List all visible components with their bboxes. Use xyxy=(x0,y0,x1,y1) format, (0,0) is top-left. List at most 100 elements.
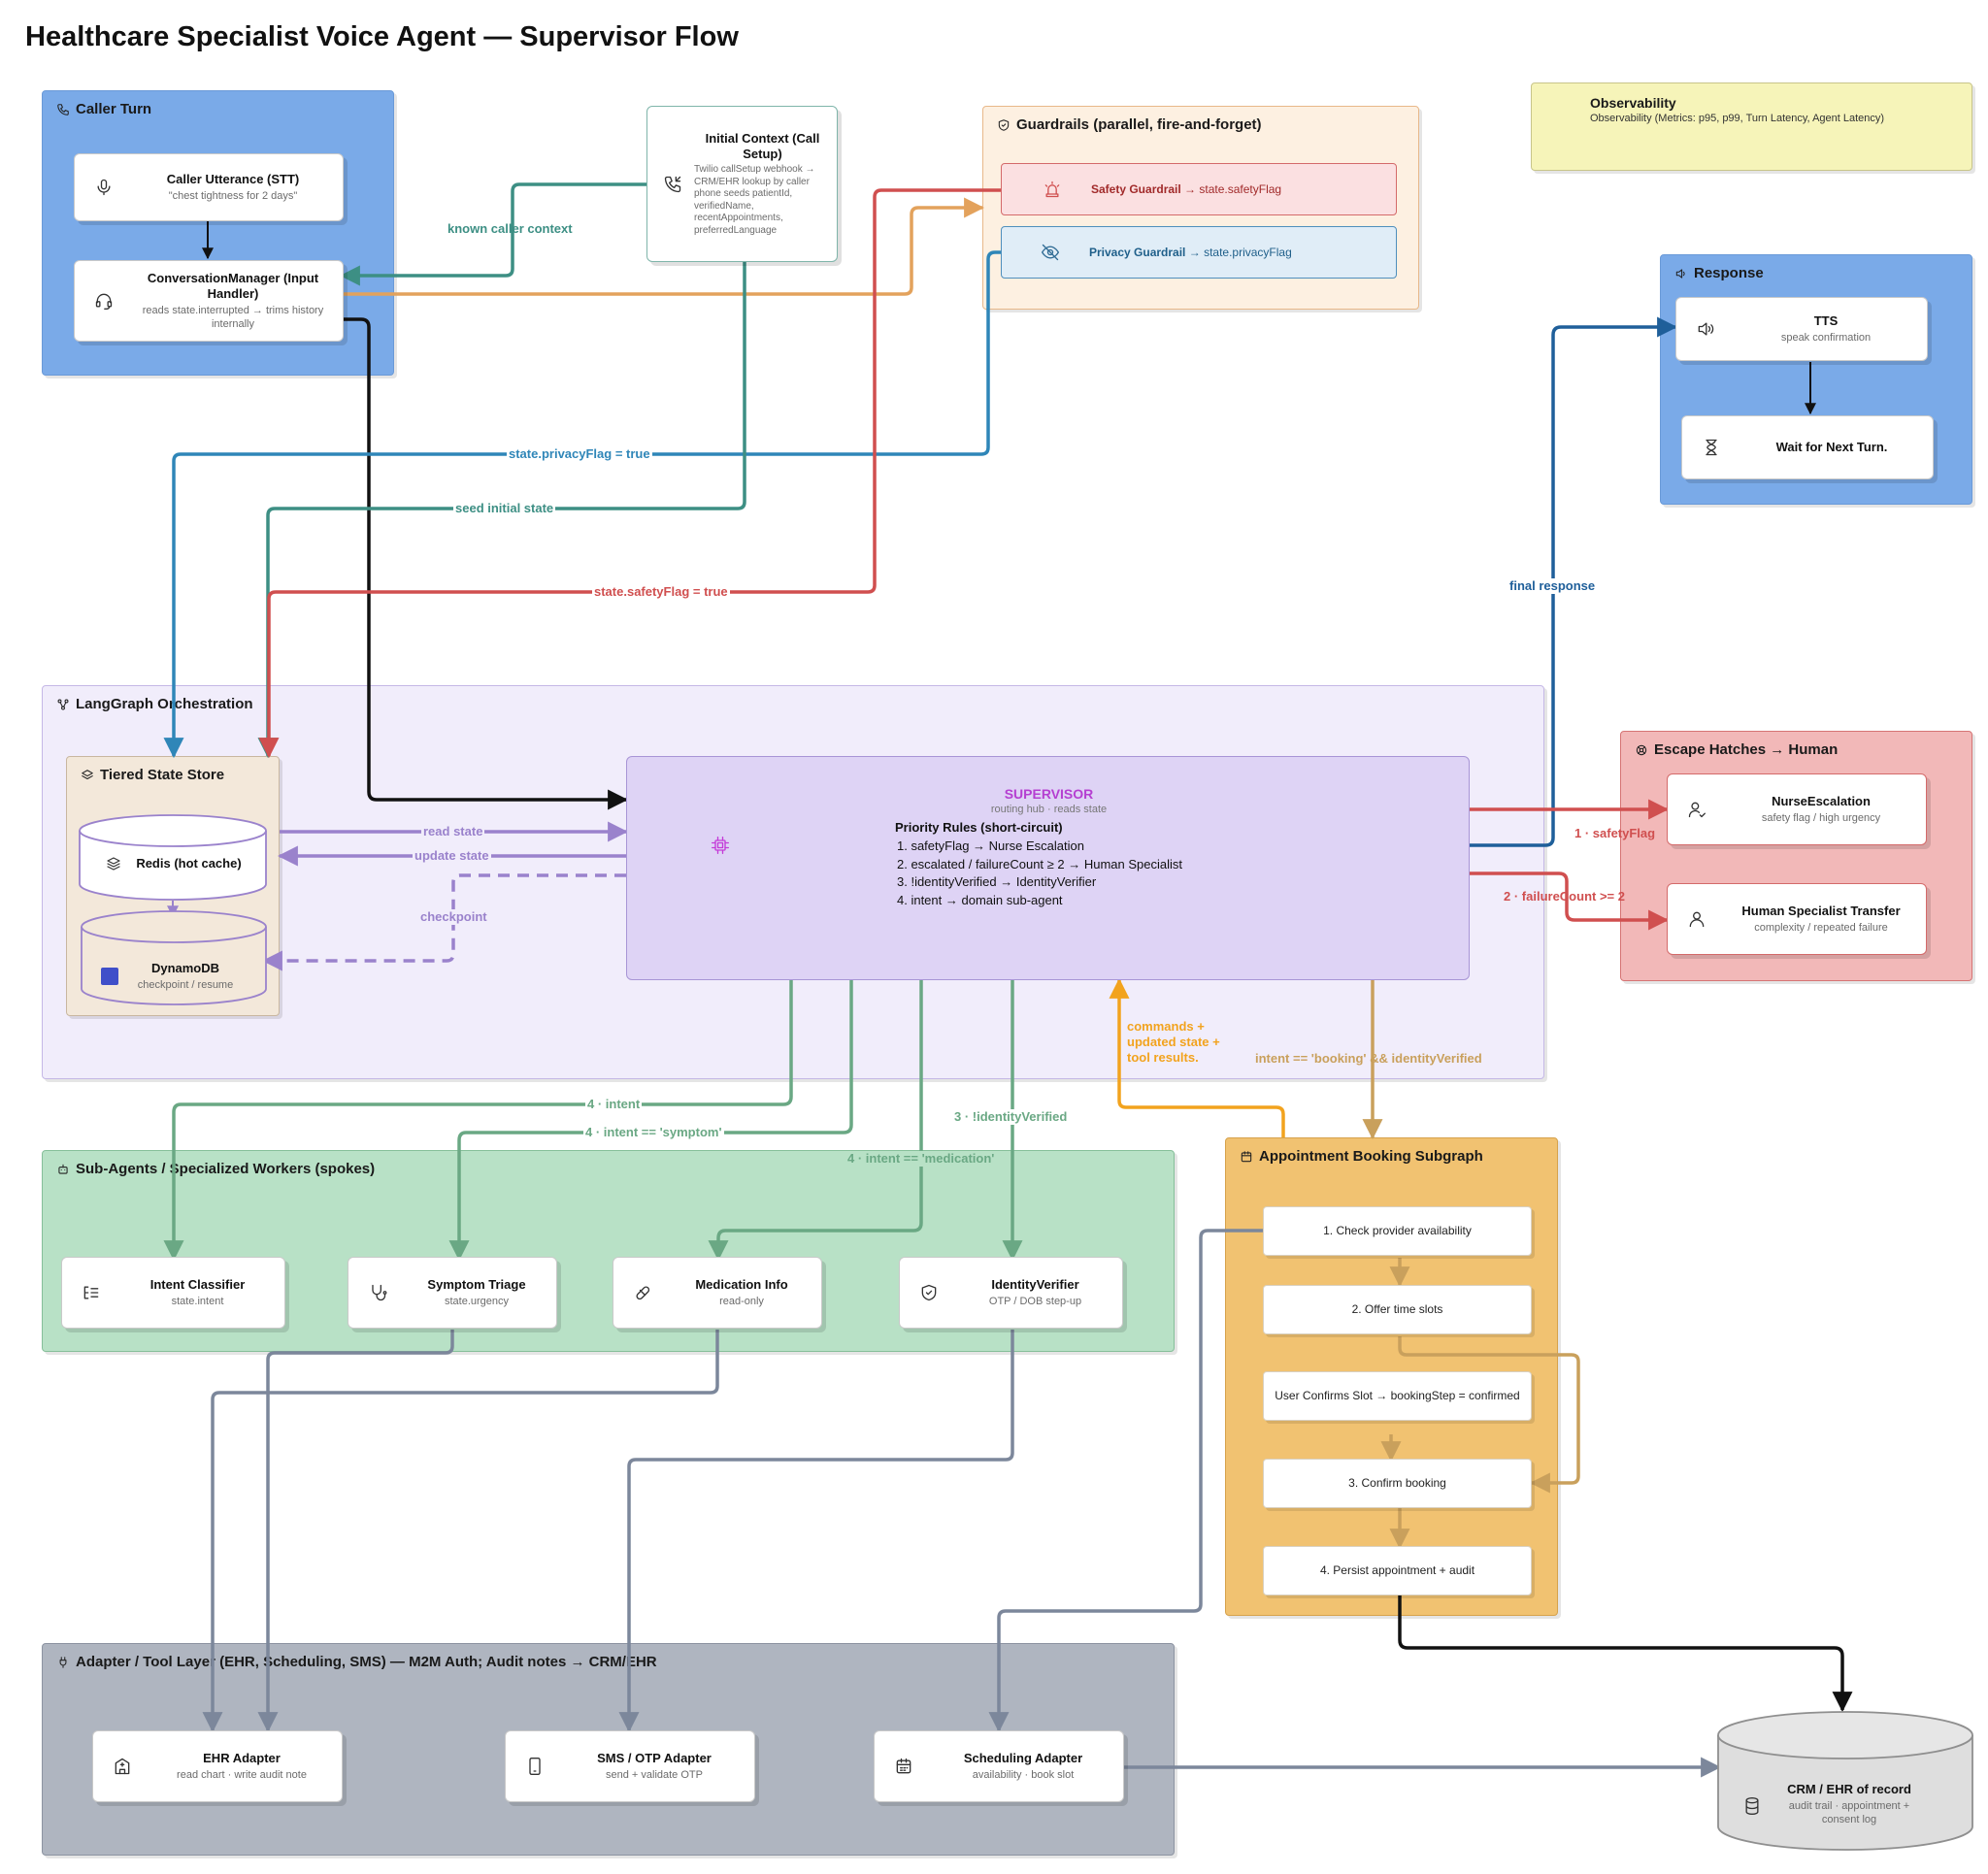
conversation-manager-sub: reads state.interrupted → trims history … xyxy=(142,305,324,330)
guardrails-title: Guardrails (parallel, fire-and-forget) xyxy=(1016,116,1262,133)
shield-check-icon xyxy=(921,1284,937,1301)
crm-cylinder xyxy=(1717,1711,1973,1851)
edge-label-booking-cond: intent == 'booking' && identityVerified xyxy=(1255,1051,1482,1066)
user-check-icon xyxy=(1688,802,1706,818)
supervisor-node: SUPERVISOR routing hub · reads state Pri… xyxy=(626,756,1470,980)
dynamodb-name: DynamoDB xyxy=(150,961,220,975)
lifebuoy-icon xyxy=(1636,744,1647,755)
phone-icon xyxy=(529,1758,541,1775)
tts-name: TTS xyxy=(1813,313,1839,328)
crm-sub: audit trail · appointment + consent log xyxy=(1788,1800,1910,1825)
supervisor-rule: 4. intent → domain sub-agent xyxy=(897,892,1063,907)
shield-icon xyxy=(998,118,1010,131)
observability-subtitle: Observability (Metrics: p95, p99, Turn L… xyxy=(1590,113,1885,124)
human-transfer-sub: complexity / repeated failure xyxy=(1754,922,1888,934)
response-title: Response xyxy=(1694,265,1764,281)
privacy-guardrail-name: Privacy Guardrail xyxy=(1089,246,1186,259)
booking-step: 4. Persist appointment + audit xyxy=(1263,1546,1532,1595)
volume-icon xyxy=(1698,322,1714,336)
conversation-manager-name: ConversationManager (Input Handler) xyxy=(147,271,319,301)
observability-group: Observability Observability (Metrics: p9… xyxy=(1531,82,1972,171)
escape-title: Escape Hatches → Human xyxy=(1654,741,1839,758)
redis-label: Redis (hot cache) xyxy=(136,856,242,871)
adapters-title: Adapter / Tool Layer (EHR, Scheduling, S… xyxy=(76,1654,657,1670)
adapter-sub: send + validate OTP xyxy=(606,1769,703,1781)
calendar-icon xyxy=(1241,1150,1252,1162)
edge-label-known-caller: known caller context xyxy=(447,221,573,236)
safety-guardrail-sub: → state.safetyFlag xyxy=(1184,182,1282,196)
graph-icon xyxy=(57,699,69,709)
user-icon xyxy=(1689,911,1705,928)
conversation-manager-node: ConversationManager (Input Handler) reads… xyxy=(74,260,344,342)
subagent-name: Medication Info xyxy=(695,1277,788,1292)
privacy-guardrail-node: Privacy Guardrail → state.privacyFlag xyxy=(1001,226,1397,279)
human-transfer-name: Human Specialist Transfer xyxy=(1741,904,1901,918)
nurse-escalation-name: NurseEscalation xyxy=(1772,794,1871,808)
initial-context-sub: Twilio callSetup webhook → CRM/EHR looku… xyxy=(694,164,815,236)
adapter-name: SMS / OTP Adapter xyxy=(597,1751,712,1765)
caller-utterance-name: Caller Utterance (STT) xyxy=(166,172,300,186)
safety-guardrail-node: Safety Guardrail → state.safetyFlag xyxy=(1001,163,1397,215)
subagent-sub: OTP / DOB step-up xyxy=(988,1296,1082,1307)
headset-icon xyxy=(95,293,113,310)
adapter-sub: read chart · write audit note xyxy=(177,1769,307,1781)
edge-label-symptom: 4 · intent == 'symptom' xyxy=(583,1125,724,1140)
supervisor-rule: 2. escalated / failureCount ≥ 2 → Human … xyxy=(897,856,1183,871)
edge-label-read-state: read state xyxy=(421,824,485,839)
wait-next-turn-node: Wait for Next Turn. xyxy=(1681,415,1934,479)
edge-label-intent: 4 · intent xyxy=(585,1097,643,1112)
stethoscope-icon xyxy=(372,1284,387,1301)
edge-label-safety-true: state.safetyFlag = true xyxy=(592,584,730,600)
orchestration-title: LangGraph Orchestration xyxy=(76,696,253,712)
tts-node: TTS speak confirmation xyxy=(1675,297,1928,361)
adapter-name: EHR Adapter xyxy=(203,1751,281,1765)
privacy-guardrail-sub: → state.privacyFlag xyxy=(1188,246,1292,259)
list-icon xyxy=(83,1286,99,1299)
subagent-name: Symptom Triage xyxy=(427,1277,526,1292)
edge-label-safety-flag: 1 · safetyFlag xyxy=(1574,826,1656,840)
crm-name: CRM / EHR of record xyxy=(1787,1782,1911,1796)
hourglass-icon xyxy=(1706,439,1717,456)
speaker-icon xyxy=(1675,268,1685,279)
subagent-sub: state.urgency xyxy=(444,1296,510,1307)
supervisor-rule: 1. safetyFlag → Nurse Escalation xyxy=(897,838,1084,853)
adapter-sub: availability · book slot xyxy=(972,1769,1075,1781)
initial-context-name: Initial Context (Call Setup) xyxy=(705,131,820,161)
edge-label-medication: 4 · intent == 'medication' xyxy=(845,1151,997,1167)
caller-utterance-sub: "chest tightness for 2 days" xyxy=(168,190,298,202)
plug-icon xyxy=(59,1656,67,1668)
booking-title: Appointment Booking Subgraph xyxy=(1259,1148,1483,1165)
dynamodb-logo-icon xyxy=(101,968,118,985)
edge-label-privacy-true: state.privacyFlag = true xyxy=(507,446,652,462)
supervisor-sub: routing hub · reads state xyxy=(990,804,1108,815)
edge-label-identity: 3 · !identityVerified xyxy=(952,1109,1070,1125)
booking-step: User Confirms Slot → bookingStep = confi… xyxy=(1263,1371,1532,1421)
tts-sub: speak confirmation xyxy=(1780,332,1872,344)
redis-cylinder xyxy=(79,814,267,901)
supervisor-rules-title: Priority Rules (short-circuit) xyxy=(895,820,1063,835)
human-transfer-node: Human Specialist Transfer complexity / re… xyxy=(1667,883,1927,955)
building-icon xyxy=(115,1758,130,1775)
chip-icon xyxy=(712,837,729,854)
observability-title: Observability xyxy=(1590,95,1676,111)
symptom-triage-node: Symptom Triage state.urgency xyxy=(348,1257,557,1329)
phone-incoming-icon xyxy=(664,176,681,192)
dynamodb-cylinder xyxy=(81,910,267,1005)
ehr-adapter-node: EHR Adapter read chart · write audit note xyxy=(92,1730,343,1802)
sms-otp-adapter-node: SMS / OTP Adapter send + validate OTP xyxy=(505,1730,755,1802)
microphone-icon xyxy=(97,179,111,196)
adapter-name: Scheduling Adapter xyxy=(963,1751,1083,1765)
edge-label-update-state: update state xyxy=(413,848,491,864)
booking-step: 1. Check provider availability xyxy=(1263,1206,1532,1256)
calendar-icon xyxy=(896,1758,911,1774)
booking-step: 3. Confirm booking xyxy=(1263,1459,1532,1508)
edge-label-commands: commands + updated state + tool results. xyxy=(1127,1019,1220,1065)
subagent-sub: state.intent xyxy=(171,1296,224,1307)
edge-label-checkpoint: checkpoint xyxy=(418,909,489,925)
subagent-name: Intent Classifier xyxy=(149,1277,246,1292)
caller-turn-title: Caller Turn xyxy=(76,101,152,117)
initial-context-node: Initial Context (Call Setup) Twilio call… xyxy=(646,106,838,262)
page-title: Healthcare Specialist Voice Agent — Supe… xyxy=(25,21,739,52)
